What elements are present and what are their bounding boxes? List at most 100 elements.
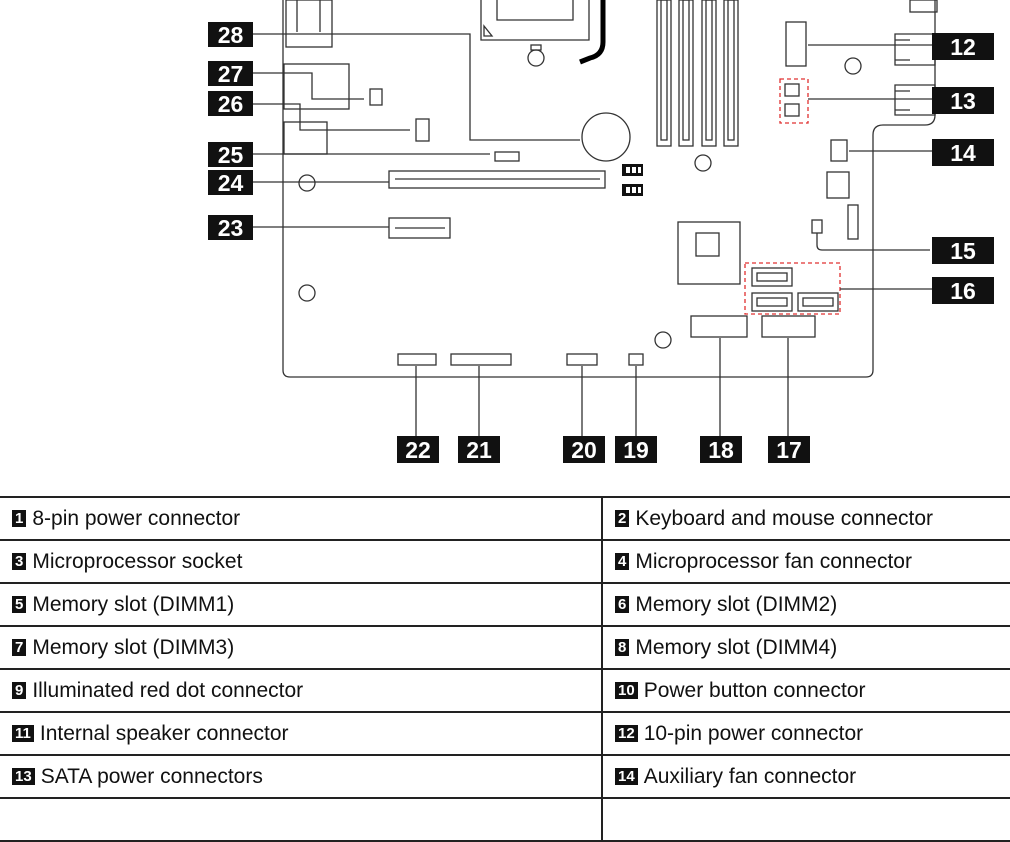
legend-label: Illuminated red dot connector [32, 678, 304, 702]
callout-23: 23 [208, 215, 253, 241]
svg-text:28: 28 [218, 22, 244, 48]
legend-label: Microprocessor socket [32, 549, 243, 573]
legend-cell: 14 Auxiliary fan connector [602, 754, 1010, 799]
legend-number: 11 [12, 724, 34, 742]
legend-cell: 5 Memory slot (DIMM1) [0, 582, 603, 627]
legend-row: 5 Memory slot (DIMM1) 6 Memory slot (DIMM2… [0, 582, 1010, 627]
legend-cell: 9 Illuminated red dot connector [0, 668, 603, 713]
legend-label: Memory slot (DIMM3) [32, 635, 235, 659]
legend-number: 10 [615, 681, 638, 699]
legend-cell: 2 Keyboard and mouse connector [602, 496, 1010, 541]
svg-text:12: 12 [950, 34, 976, 60]
dimm-slot-2 [678, 0, 694, 147]
svg-text:26: 26 [218, 91, 244, 117]
svg-text:23: 23 [218, 215, 244, 241]
callout-14: 14 [932, 139, 994, 166]
callout-26: 26 [208, 91, 253, 117]
legend-cell: 11 Internal speaker connector [0, 711, 603, 756]
svg-text:25: 25 [218, 142, 244, 168]
callout-21: 21 [458, 436, 500, 463]
legend-label: SATA power connectors [40, 764, 263, 788]
svg-text:27: 27 [218, 61, 244, 87]
svg-text:18: 18 [708, 437, 734, 463]
legend-label: Power button connector [643, 678, 866, 702]
legend-number: 4 [615, 552, 630, 570]
callout-17: 17 [768, 436, 810, 463]
callout-22: 22 [397, 436, 439, 463]
microprocessor-socket [480, 0, 590, 41]
svg-text:22: 22 [405, 437, 431, 463]
legend-cell [602, 797, 1010, 842]
legend-row: 9 Illuminated red dot connector 10 Power b… [0, 668, 1010, 713]
legend-number: 9 [12, 681, 27, 699]
legend-label: 10-pin power connector [643, 721, 864, 745]
legend-number: 3 [12, 552, 27, 570]
callout-27: 27 [208, 61, 253, 87]
legend-cell [0, 797, 603, 842]
svg-text:24: 24 [218, 170, 244, 196]
callout-28: 28 [208, 22, 253, 48]
legend-cell: 3 Microprocessor socket [0, 539, 603, 584]
legend-row: 7 Memory slot (DIMM3) 8 Memory slot (DIMM4… [0, 625, 1010, 670]
svg-text:14: 14 [950, 140, 976, 166]
dimm-slot-1 [656, 0, 672, 147]
callout-24: 24 [208, 170, 253, 196]
legend-label: Auxiliary fan connector [643, 764, 857, 788]
legend-cell: 7 Memory slot (DIMM3) [0, 625, 603, 670]
legend-label: Internal speaker connector [39, 721, 289, 745]
legend-row: 3 Microprocessor socket 4 Microprocessor f… [0, 539, 1010, 584]
legend-cell: 12 10-pin power connector [602, 711, 1010, 756]
legend-number: 2 [615, 509, 630, 527]
callout-15: 15 [932, 237, 994, 264]
svg-text:20: 20 [571, 437, 597, 463]
legend-row [0, 797, 1010, 842]
legend-row: 1 8-pin power connector 2 Keyboard and mou… [0, 496, 1010, 541]
legend-cell: 6 Memory slot (DIMM2) [602, 582, 1010, 627]
svg-text:16: 16 [950, 278, 976, 304]
callout-12: 12 [932, 33, 994, 60]
board-outline [282, 0, 936, 378]
chipset [677, 221, 741, 285]
legend-cell: 8 Memory slot (DIMM4) [602, 625, 1010, 670]
svg-text:13: 13 [950, 88, 976, 114]
legend-label: Memory slot (DIMM2) [635, 592, 838, 616]
sata-power-highlight [779, 78, 809, 124]
pcie-x16-slot [388, 170, 606, 189]
svg-text:15: 15 [950, 238, 976, 264]
sata-power-connector [784, 83, 800, 97]
auxiliary-fan-connector [830, 139, 848, 162]
legend-table: 1 8-pin power connector 2 Keyboard and mou… [0, 496, 1010, 842]
legend-number: 13 [12, 767, 35, 785]
callout-13: 13 [932, 87, 994, 114]
legend-number: 6 [615, 595, 630, 613]
dimm-slot-3 [701, 0, 717, 147]
svg-text:19: 19 [623, 437, 649, 463]
motherboard-diagram: 28 27 26 25 24 23 12 13 14 15 16 22 [208, 0, 994, 463]
callout-16: 16 [932, 277, 994, 304]
dimm-slot-4 [723, 0, 739, 147]
callout-20: 20 [563, 436, 605, 463]
legend-label: Memory slot (DIMM1) [32, 592, 235, 616]
legend-label: 8-pin power connector [32, 506, 241, 530]
svg-text:17: 17 [776, 437, 802, 463]
legend-number: 7 [12, 638, 27, 656]
legend-number: 14 [615, 767, 638, 785]
legend-row: 11 Internal speaker connector 12 10-pin po… [0, 711, 1010, 756]
legend-label: Microprocessor fan connector [635, 549, 912, 573]
callout-18: 18 [700, 436, 742, 463]
legend-number: 8 [615, 638, 630, 656]
battery [581, 112, 631, 162]
legend-cell: 1 8-pin power connector [0, 496, 603, 541]
callout-25: 25 [208, 142, 253, 168]
legend-cell: 4 Microprocessor fan connector [602, 539, 1010, 584]
legend-cell: 13 SATA power connectors [0, 754, 603, 799]
ten-pin-power-connector [785, 21, 807, 67]
legend-number: 12 [615, 724, 638, 742]
legend-number: 1 [12, 509, 27, 527]
legend-label: Memory slot (DIMM4) [635, 635, 838, 659]
legend-label: Keyboard and mouse connector [635, 506, 934, 530]
top-left-block [285, 0, 333, 48]
fan-cable [579, 0, 606, 65]
legend-number: 5 [12, 595, 27, 613]
pcie-x1-slot [388, 217, 451, 239]
